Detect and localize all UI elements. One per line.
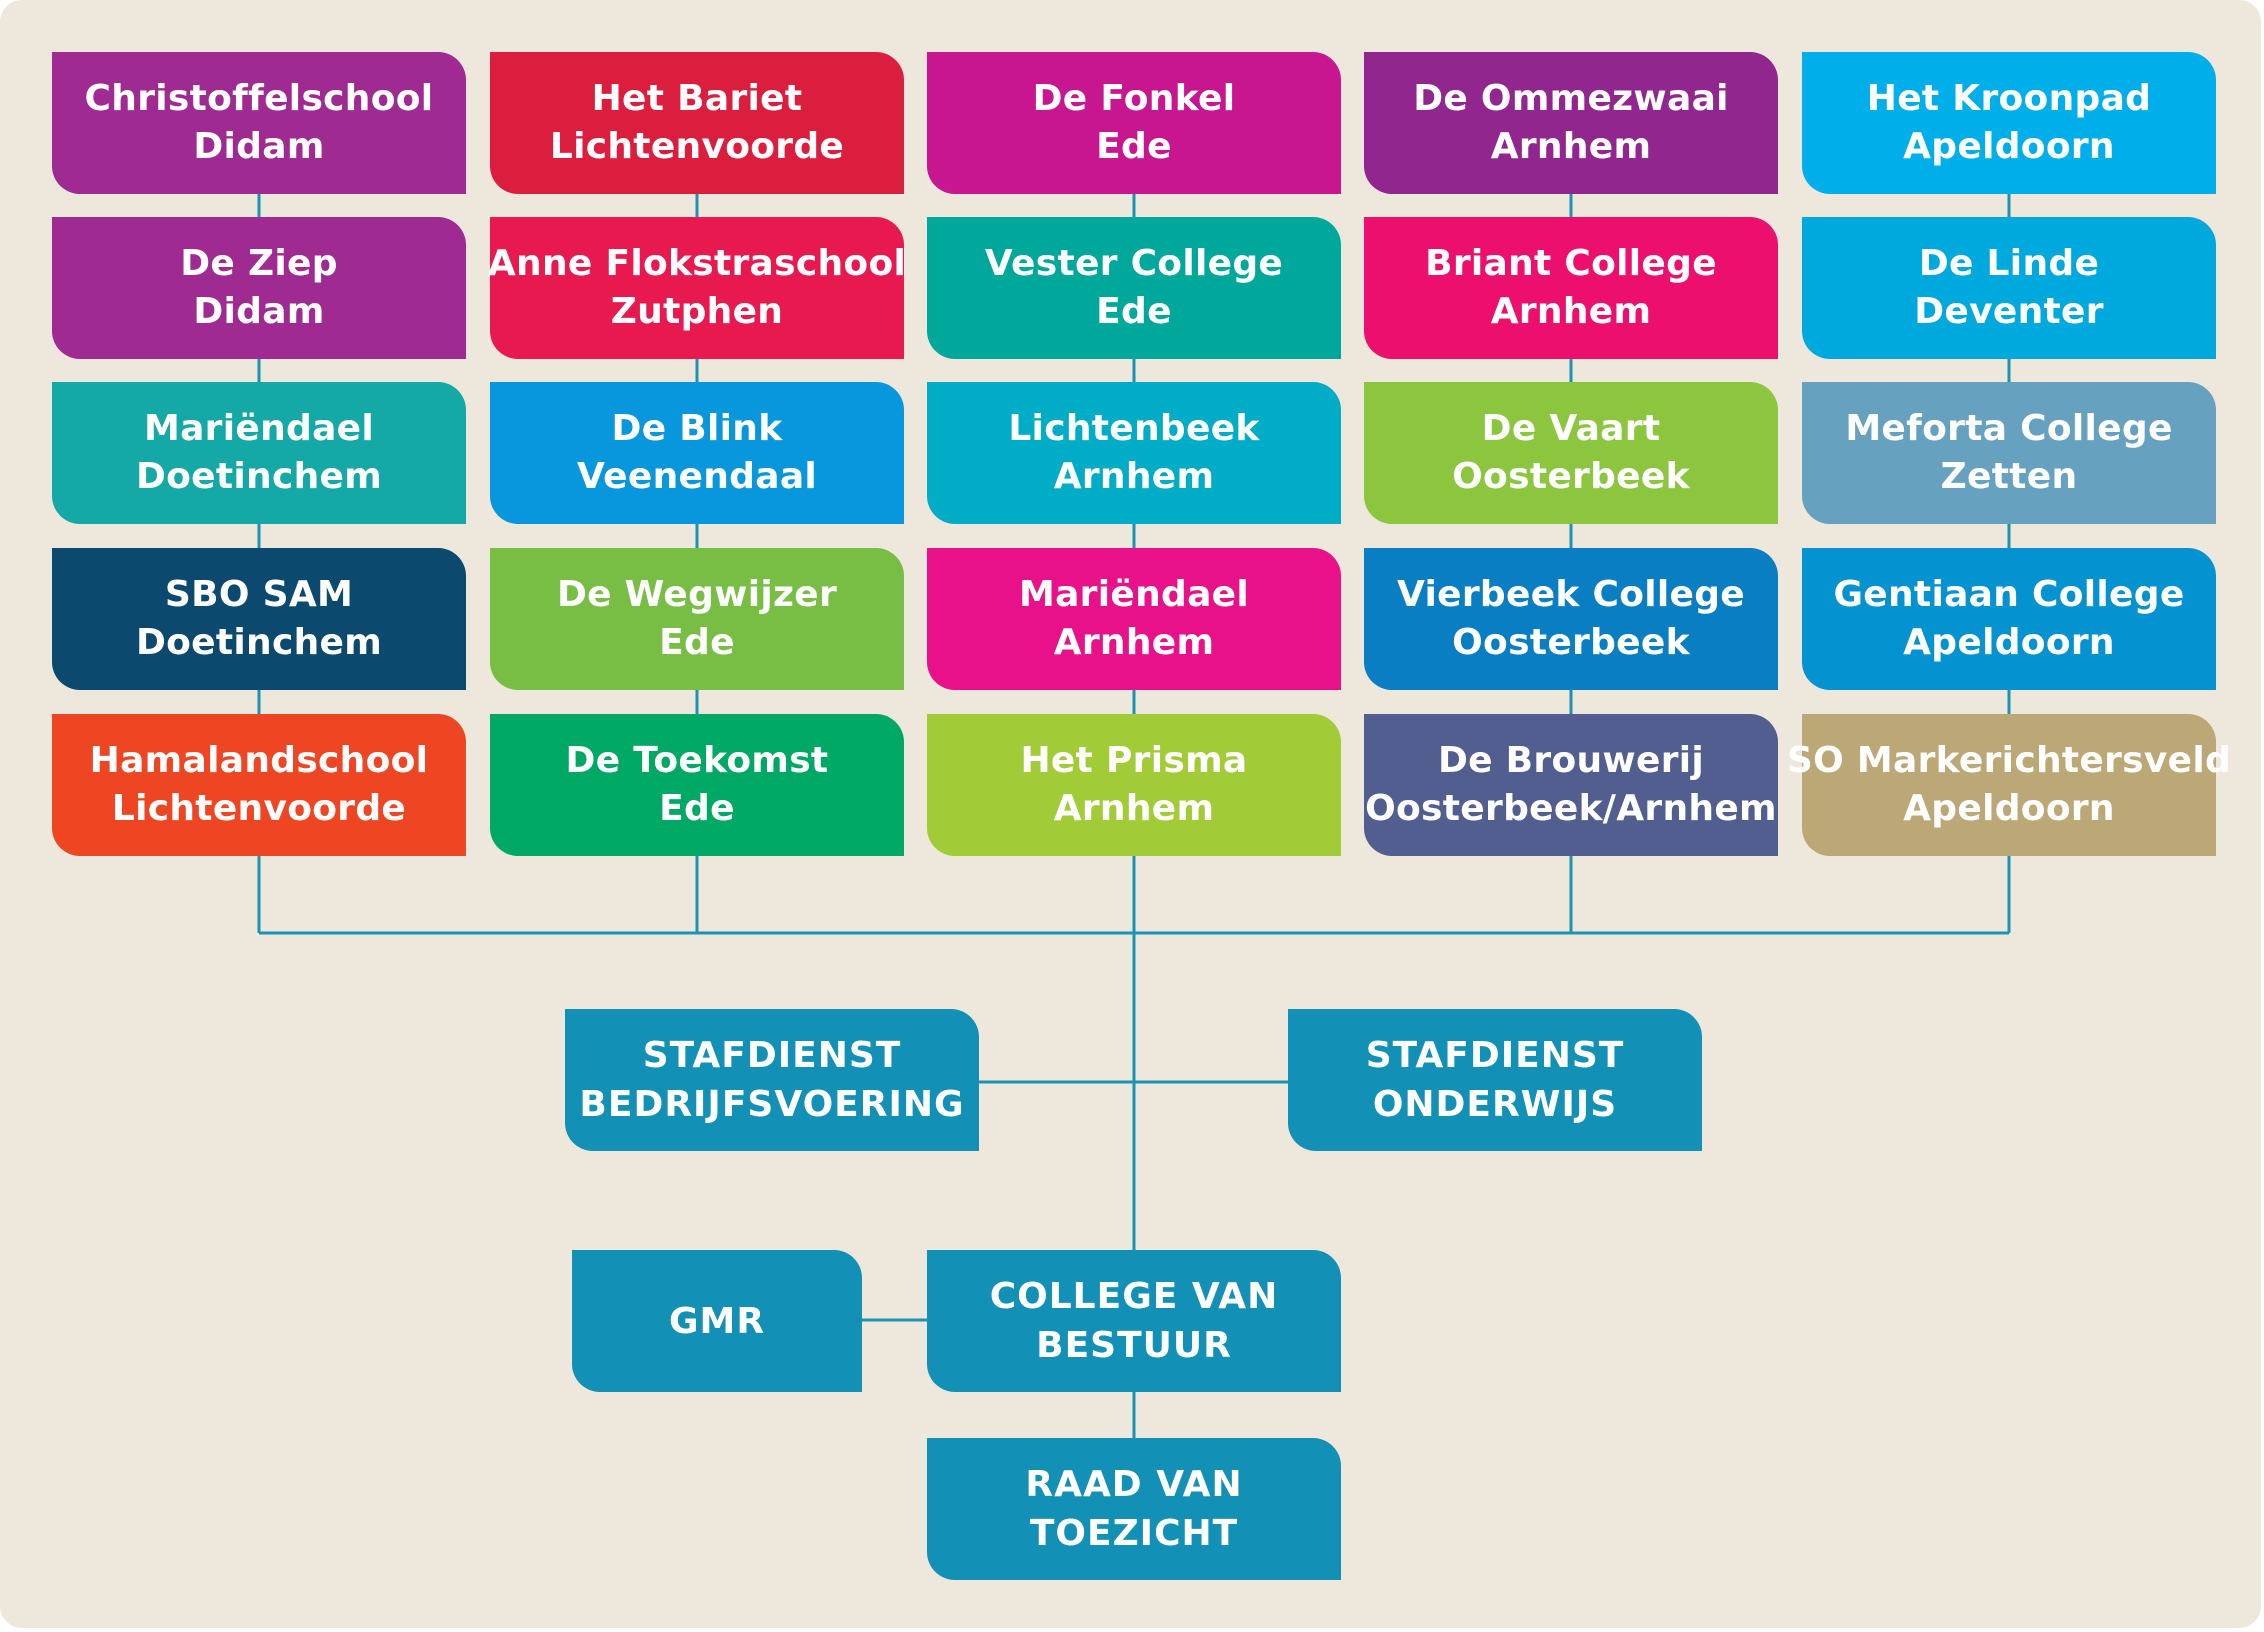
supervisory-board-box-line-1: RAAD VAN bbox=[1025, 1464, 1243, 1505]
school-box-c1-r3-line-2: Doetinchem bbox=[135, 456, 383, 497]
school-box-c2-r3-line-2: Veenendaal bbox=[576, 456, 818, 497]
school-box-c3-r3-line-1: Lichtenbeek bbox=[1008, 408, 1260, 449]
school-box-c4-r2-line-1: Briant College bbox=[1425, 243, 1717, 284]
school-box-c2-r1-line-1: Het Bariet bbox=[591, 78, 803, 119]
staff-operations-box: STAFDIENST BEDRIJFSVOERING bbox=[565, 1009, 979, 1151]
school-box-c4-r1-line-1: De Ommezwaai bbox=[1413, 78, 1729, 119]
school-box-c3-r2-line-2: Ede bbox=[1096, 291, 1172, 332]
supervisory-board-box-line-2: TOEZICHT bbox=[1029, 1513, 1239, 1554]
gmr-box: GMR bbox=[572, 1250, 862, 1392]
school-box-c3-r1-line-2: Ede bbox=[1096, 126, 1172, 167]
school-box-c5-r3-line-2: Zetten bbox=[1940, 456, 2078, 497]
school-box-c2-r5-line-2: Ede bbox=[659, 788, 735, 829]
school-box-c3-r4-line-1: Mariëndael bbox=[1018, 574, 1250, 615]
school-box-c3-r1-line-1: De Fonkel bbox=[1032, 78, 1236, 119]
school-box-c5-r3-line-1: Meforta College bbox=[1845, 408, 2173, 449]
school-box-c1-r2-line-1: De Ziep bbox=[180, 243, 338, 284]
school-box-c4-r1-line-2: Arnhem bbox=[1490, 126, 1652, 167]
school-box-c5-r2-line-1: De Linde bbox=[1918, 243, 2100, 284]
school-box-c5-r2-line-2: Deventer bbox=[1914, 291, 2104, 332]
school-box-c1-r4-line-1: SBO SAM bbox=[164, 574, 354, 615]
school-box-c1-r5-line-1: Hamalandschool bbox=[89, 740, 429, 781]
staff-education-box: STAFDIENST ONDERWIJS bbox=[1288, 1009, 1702, 1151]
school-box-c3-r5-line-1: Het Prisma bbox=[1020, 740, 1248, 781]
supervisory-board-box: RAAD VAN TOEZICHT bbox=[927, 1438, 1341, 1580]
school-box-c5-r5-line-2: Apeldoorn bbox=[1903, 788, 2115, 829]
school-box-c5-r4-line-1: Gentiaan College bbox=[1833, 574, 2185, 615]
school-box-c5-r5-line-1: SO Markerichtersveld bbox=[1786, 740, 2232, 781]
school-box-c3-r5-line-2: Arnhem bbox=[1053, 788, 1215, 829]
school-box-c1-r1-line-2: Didam bbox=[193, 126, 325, 167]
school-box-c1-r1-line-1: Christoffelschool bbox=[84, 78, 434, 119]
gmr-box-line-1: GMR bbox=[668, 1300, 766, 1342]
school-box-c1-r5-line-2: Lichtenvoorde bbox=[111, 788, 407, 829]
school-box-c2-r2-line-2: Zutphen bbox=[610, 291, 784, 332]
school-box-c2-r2-line-1: Anne Flokstraschool bbox=[487, 243, 907, 284]
staff-operations-box-line-1: STAFDIENST bbox=[642, 1035, 902, 1076]
school-box-c5-r1-line-1: Het Kroonpad bbox=[1866, 78, 2152, 119]
school-box-c2-r5-line-1: De Toekomst bbox=[565, 740, 829, 781]
school-box-c2-r4-line-1: De Wegwijzer bbox=[556, 574, 838, 615]
school-box-c4-r5-line-2: Oosterbeek/Arnhem bbox=[1365, 788, 1777, 829]
staff-education-box-line-2: ONDERWIJS bbox=[1372, 1084, 1618, 1125]
school-box-c4-r4-line-1: Vierbeek College bbox=[1396, 574, 1746, 615]
school-box-c2-r3-line-1: De Blink bbox=[611, 408, 783, 449]
board-box: COLLEGE VAN BESTUUR bbox=[927, 1250, 1341, 1392]
school-box-c4-r3-line-1: De Vaart bbox=[1481, 408, 1661, 449]
school-box-c2-r4-line-2: Ede bbox=[659, 622, 735, 663]
school-box-c2-r1-line-2: Lichtenvoorde bbox=[549, 126, 845, 167]
school-box-c3-r4-line-2: Arnhem bbox=[1053, 622, 1215, 663]
school-box-c1-r2-line-2: Didam bbox=[193, 291, 325, 332]
school-box-c5-r1-line-2: Apeldoorn bbox=[1903, 126, 2115, 167]
staff-education-box-line-1: STAFDIENST bbox=[1365, 1035, 1625, 1076]
school-box-c3-r2-line-1: Vester College bbox=[984, 243, 1284, 284]
staff-operations-box-line-2: BEDRIJFSVOERING bbox=[579, 1084, 965, 1125]
school-box-c3-r3-line-2: Arnhem bbox=[1053, 456, 1215, 497]
school-box-c4-r5-line-1: De Brouwerij bbox=[1437, 740, 1705, 781]
school-box-c4-r3-line-2: Oosterbeek bbox=[1452, 456, 1690, 497]
school-box-c1-r4: SBO SAM Doetinchem bbox=[52, 548, 466, 690]
school-box-c1-r4-line-2: Doetinchem bbox=[135, 622, 383, 663]
school-box-c4-r4-line-2: Oosterbeek bbox=[1452, 622, 1690, 663]
school-box-c5-r4-line-2: Apeldoorn bbox=[1903, 622, 2115, 663]
school-box-c1-r3-line-1: Mariëndael bbox=[143, 408, 375, 449]
board-box-line-1: COLLEGE VAN bbox=[989, 1276, 1279, 1317]
board-box-line-2: BESTUUR bbox=[1036, 1325, 1232, 1366]
school-box-c4-r2-line-2: Arnhem bbox=[1490, 291, 1652, 332]
